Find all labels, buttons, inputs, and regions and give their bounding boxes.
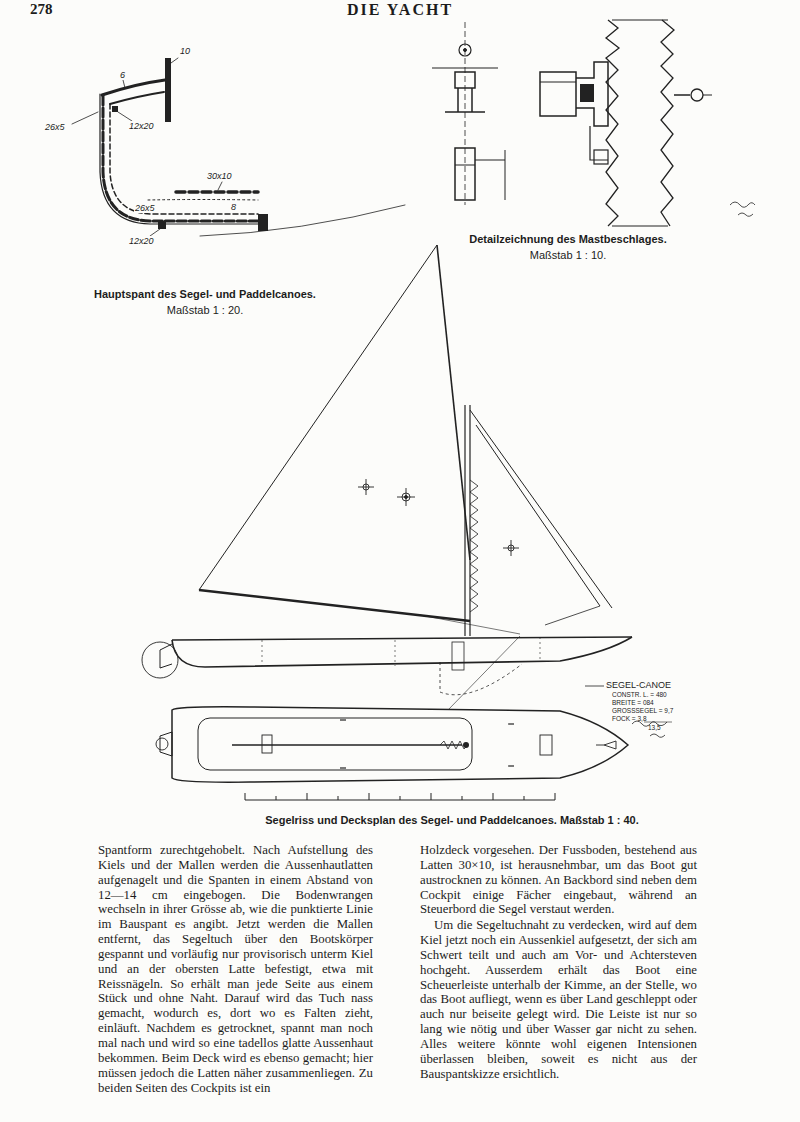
sail-plan bbox=[142, 245, 672, 800]
spec-value: BREITE = 084 bbox=[612, 699, 654, 706]
figure-caption: Segelriss und Decksplan des Segel- und P… bbox=[265, 814, 639, 827]
scale-note: Maßstab 1 : 20. bbox=[167, 304, 243, 317]
dimension: 30x10 bbox=[206, 171, 233, 181]
dimension: 26x5 bbox=[134, 203, 156, 213]
page-number: 278 bbox=[30, 1, 53, 18]
main-frame-section bbox=[72, 58, 405, 236]
drawing-title: SEGEL-CANOE bbox=[606, 680, 671, 690]
body-text: Holzdeck vorgesehen. Der Fussboden, best… bbox=[420, 843, 697, 917]
figure-caption: Hauptspant des Segel- und Paddelcanoes. bbox=[94, 288, 316, 301]
body-text: Spantform zurechtgehobelt. Nach Aufstell… bbox=[98, 843, 373, 1095]
dimension: 6 bbox=[119, 70, 126, 80]
spec-value: GROSSSEGEL = 9,7 bbox=[612, 707, 673, 714]
dimension: 12x20 bbox=[128, 121, 155, 131]
dimension: 10 bbox=[179, 46, 191, 56]
figure-caption: Detailzeichnung des Mastbeschlages. bbox=[469, 233, 666, 246]
dimension: 12x20 bbox=[128, 236, 155, 246]
spec-value: FOCK = 3,8 bbox=[612, 715, 647, 722]
dimension: 8 bbox=[230, 202, 237, 212]
scale-note: Maßstab 1 : 10. bbox=[530, 249, 606, 262]
dimension: 26x5 bbox=[44, 122, 66, 132]
magazine-title: DIE YACHT bbox=[347, 1, 453, 19]
mast-fitting-detail bbox=[432, 20, 755, 226]
spec-value: 13,5 bbox=[648, 724, 661, 731]
spec-value: CONSTR. L. = 480 bbox=[612, 691, 667, 698]
body-text: Um die Segeltuchnaht zu verdecken, wird … bbox=[420, 918, 697, 1081]
